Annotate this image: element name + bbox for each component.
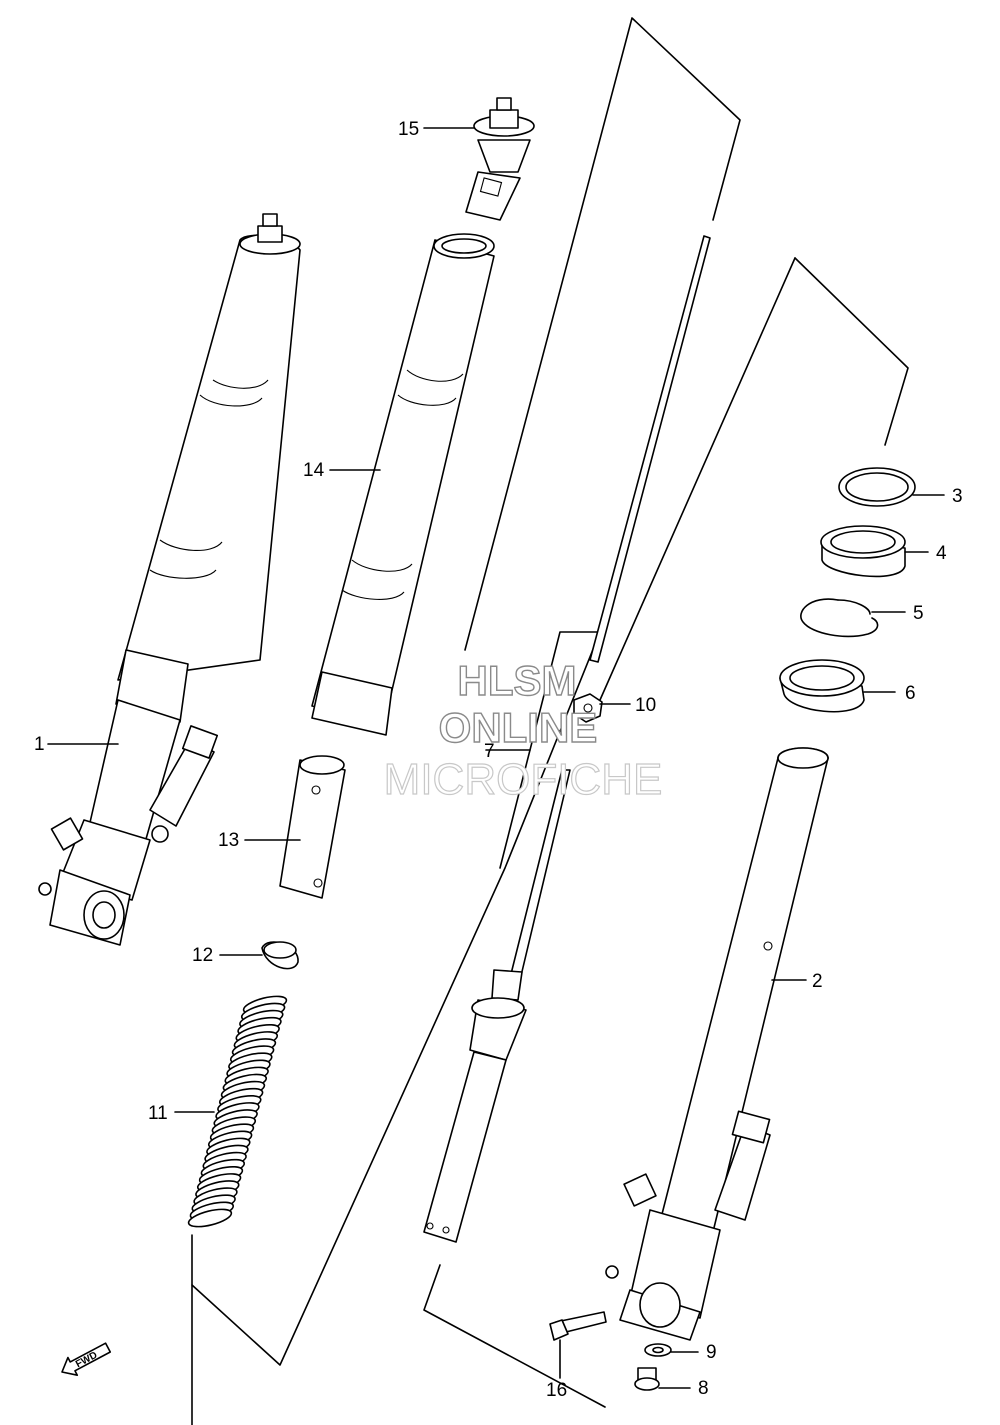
part-10-nut: [573, 693, 631, 723]
part-16-bolt: [549, 1311, 607, 1379]
part-13-spacer: [244, 755, 346, 899]
part-6-oil-seal: [779, 659, 896, 713]
part-9-gasket: [644, 1343, 699, 1357]
callout-11: 11: [148, 1103, 168, 1124]
callout-9: 9: [706, 1342, 717, 1363]
part-15-cap-bolt: [423, 97, 535, 221]
callout-5: 5: [913, 603, 924, 624]
fwd-arrow-icon: FWD: [61, 1342, 112, 1376]
part-12-cap: [219, 941, 299, 970]
watermark-line-3: MICROFICHE: [384, 755, 663, 804]
watermark: HLSM ONLINE MICROFICHE: [383, 656, 663, 804]
group-bracket-right: [599, 257, 909, 701]
fwd-label: FWD: [74, 1350, 99, 1370]
part-14-inner-tube: [311, 233, 495, 736]
part-4-dust-seal: [820, 525, 929, 578]
part-3-ring: [838, 467, 945, 507]
callout-4: 4: [936, 543, 947, 564]
callout-7: 7: [484, 741, 495, 762]
callout-12: 12: [192, 945, 213, 966]
callout-13: 13: [218, 830, 239, 851]
callout-6: 6: [905, 683, 916, 704]
callout-15: 15: [398, 119, 419, 140]
callout-10: 10: [635, 695, 656, 716]
callout-2: 2: [812, 971, 823, 992]
watermark-line-1: HLSM: [458, 657, 577, 704]
callout-3: 3: [952, 486, 963, 507]
callout-14: 14: [303, 460, 325, 481]
part-2-outer-tube-right: [605, 747, 829, 1341]
callout-labels: 1 2 3 4 5 6 7 8 9 10 11 12 13 14 15 16: [34, 119, 963, 1401]
callout-16: 16: [546, 1380, 567, 1401]
part-5-stopper-ring: [800, 598, 906, 638]
callout-1: 1: [34, 734, 45, 755]
group-bracket-center: [191, 17, 741, 1425]
part-7-damper-rod: [423, 235, 711, 1243]
spring-coil: [187, 1208, 233, 1228]
part-8-drain-bolt: [634, 1367, 691, 1391]
part-1-fork-assembly-left: [38, 213, 301, 946]
callout-8: 8: [698, 1378, 709, 1399]
part-11-spring: [174, 995, 288, 1228]
watermark-line-2: ONLINE: [439, 704, 598, 751]
